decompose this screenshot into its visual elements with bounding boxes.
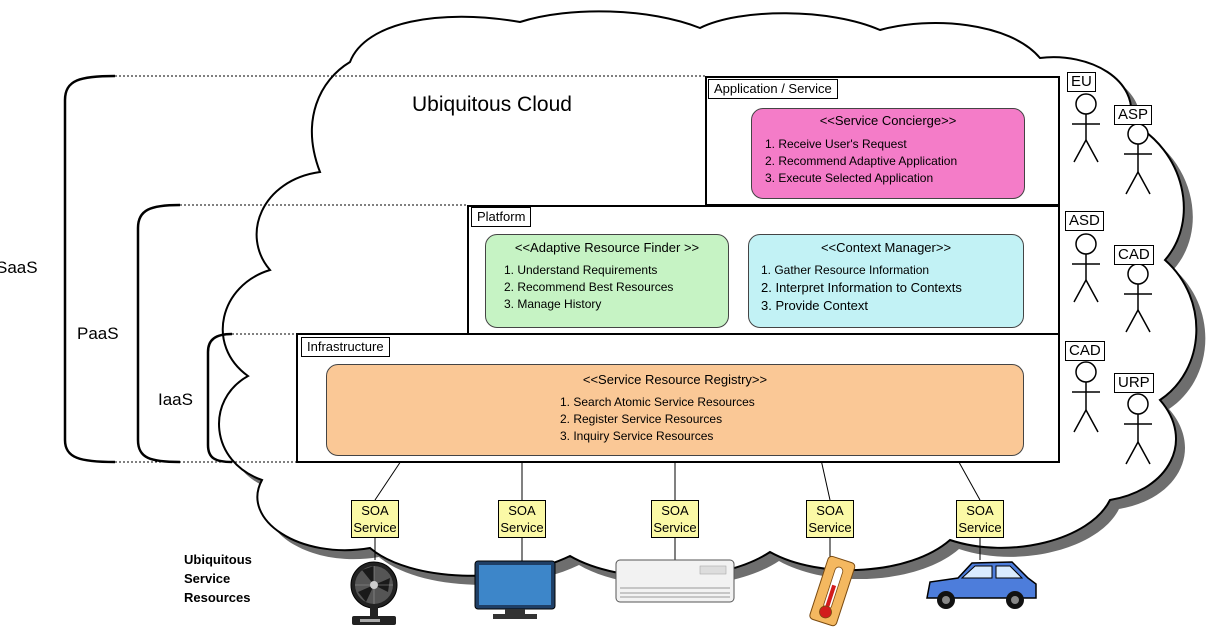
context-manager-item: 1. Gather Resource Information xyxy=(761,263,930,277)
infrastructure-layer-label: Infrastructure xyxy=(301,337,390,357)
car-icon xyxy=(926,561,1037,609)
paas-label: PaaS xyxy=(77,324,119,343)
actor-figure-asp xyxy=(1124,123,1152,195)
soa-service-line2: Service xyxy=(808,520,852,535)
actor-label-asd: ASD xyxy=(1065,211,1104,231)
soa-service-box: SOA Service xyxy=(806,500,854,538)
adaptive-resource-finder-item: 1. Understand Requirements xyxy=(504,263,658,277)
paas-bracket xyxy=(136,203,181,464)
actor-label-cad-2: CAD xyxy=(1065,341,1105,361)
actor-figure-cad-2 xyxy=(1072,361,1100,433)
fan-icon xyxy=(350,561,398,625)
actor-label-cad-1: CAD xyxy=(1114,245,1154,265)
context-manager-item: 2. Interpret Information to Contexts xyxy=(761,280,962,295)
soa-service-box: SOA Service xyxy=(956,500,1004,538)
thermometer-icon xyxy=(809,555,856,627)
actor-figure-asd xyxy=(1072,233,1100,303)
iaas-bracket xyxy=(206,332,233,464)
service-concierge-title: <<Service Concierge>> xyxy=(819,113,957,128)
service-resource-registry-items: 1. Search Atomic Service Resources 2. Re… xyxy=(560,394,755,445)
actor-label-urp: URP xyxy=(1114,373,1154,393)
soa-service-line2: Service xyxy=(958,520,1002,535)
resources-label-line: Ubiquitous xyxy=(184,552,252,567)
service-resource-registry-item: 1. Search Atomic Service Resources xyxy=(560,395,755,409)
actor-figure-cad-1 xyxy=(1124,263,1152,333)
adaptive-resource-finder-item: 2. Recommend Best Resources xyxy=(504,280,674,294)
soa-service-line1: SOA xyxy=(966,503,994,518)
saas-bracket xyxy=(63,74,116,464)
resources-label-line: Resources xyxy=(184,590,251,605)
context-manager-items: 1. Gather Resource Information 2. Interp… xyxy=(761,261,962,315)
soa-service-box: SOA Service xyxy=(498,500,546,538)
adaptive-resource-finder-items: 1. Understand Requirements 2. Recommend … xyxy=(504,262,673,313)
monitor-icon xyxy=(474,560,556,619)
adaptive-resource-finder-item: 3. Manage History xyxy=(504,297,602,311)
air-conditioner-icon xyxy=(615,559,735,603)
actor-figure-eu xyxy=(1072,93,1100,163)
service-concierge-item: 1. Receive User's Request xyxy=(765,137,907,151)
service-resource-registry-card: <<Service Resource Registry>> 1. Search … xyxy=(326,364,1024,456)
service-resource-registry-item: 2. Register Service Resources xyxy=(560,412,723,426)
actor-label-asp: ASP xyxy=(1114,105,1153,125)
resources-label: Ubiquitous Service Resources xyxy=(184,550,252,607)
soa-service-line2: Service xyxy=(653,520,697,535)
soa-service-line1: SOA xyxy=(508,503,536,518)
soa-service-line1: SOA xyxy=(816,503,844,518)
actor-label-eu: EU xyxy=(1067,72,1096,92)
adaptive-resource-finder-title: <<Adaptive Resource Finder >> xyxy=(514,240,700,255)
context-manager-item: 3. Provide Context xyxy=(761,298,868,313)
soa-service-line1: SOA xyxy=(361,503,389,518)
application-service-layer-label: Application / Service xyxy=(708,79,838,99)
service-concierge-item: 2. Recommend Adaptive Application xyxy=(765,154,958,168)
saas-label: SaaS xyxy=(0,258,38,277)
actor-figure-urp xyxy=(1124,393,1152,465)
service-resource-registry-title: <<Service Resource Registry>> xyxy=(582,372,768,387)
soa-service-line1: SOA xyxy=(661,503,689,518)
cloud-title: Ubiquitous Cloud xyxy=(412,93,572,116)
resources-label-line: Service xyxy=(184,571,231,586)
soa-service-line2: Service xyxy=(500,520,544,535)
soa-service-box: SOA Service xyxy=(651,500,699,538)
adaptive-resource-finder-card: <<Adaptive Resource Finder >> 1. Underst… xyxy=(485,234,729,328)
platform-layer-label: Platform xyxy=(471,207,532,227)
soa-service-box: SOA Service xyxy=(351,500,399,538)
context-manager-card: <<Context Manager>> 1. Gather Resource I… xyxy=(748,234,1024,328)
service-concierge-items: 1. Receive User's Request 2. Recommend A… xyxy=(765,136,957,187)
context-manager-title: <<Context Manager>> xyxy=(820,240,952,255)
service-concierge-item: 3. Execute Selected Application xyxy=(765,171,934,185)
iaas-label: IaaS xyxy=(158,390,193,409)
service-resource-registry-item: 3. Inquiry Service Resources xyxy=(560,429,714,443)
service-concierge-card: <<Service Concierge>> 1. Receive User's … xyxy=(751,108,1025,199)
soa-service-line2: Service xyxy=(353,520,397,535)
